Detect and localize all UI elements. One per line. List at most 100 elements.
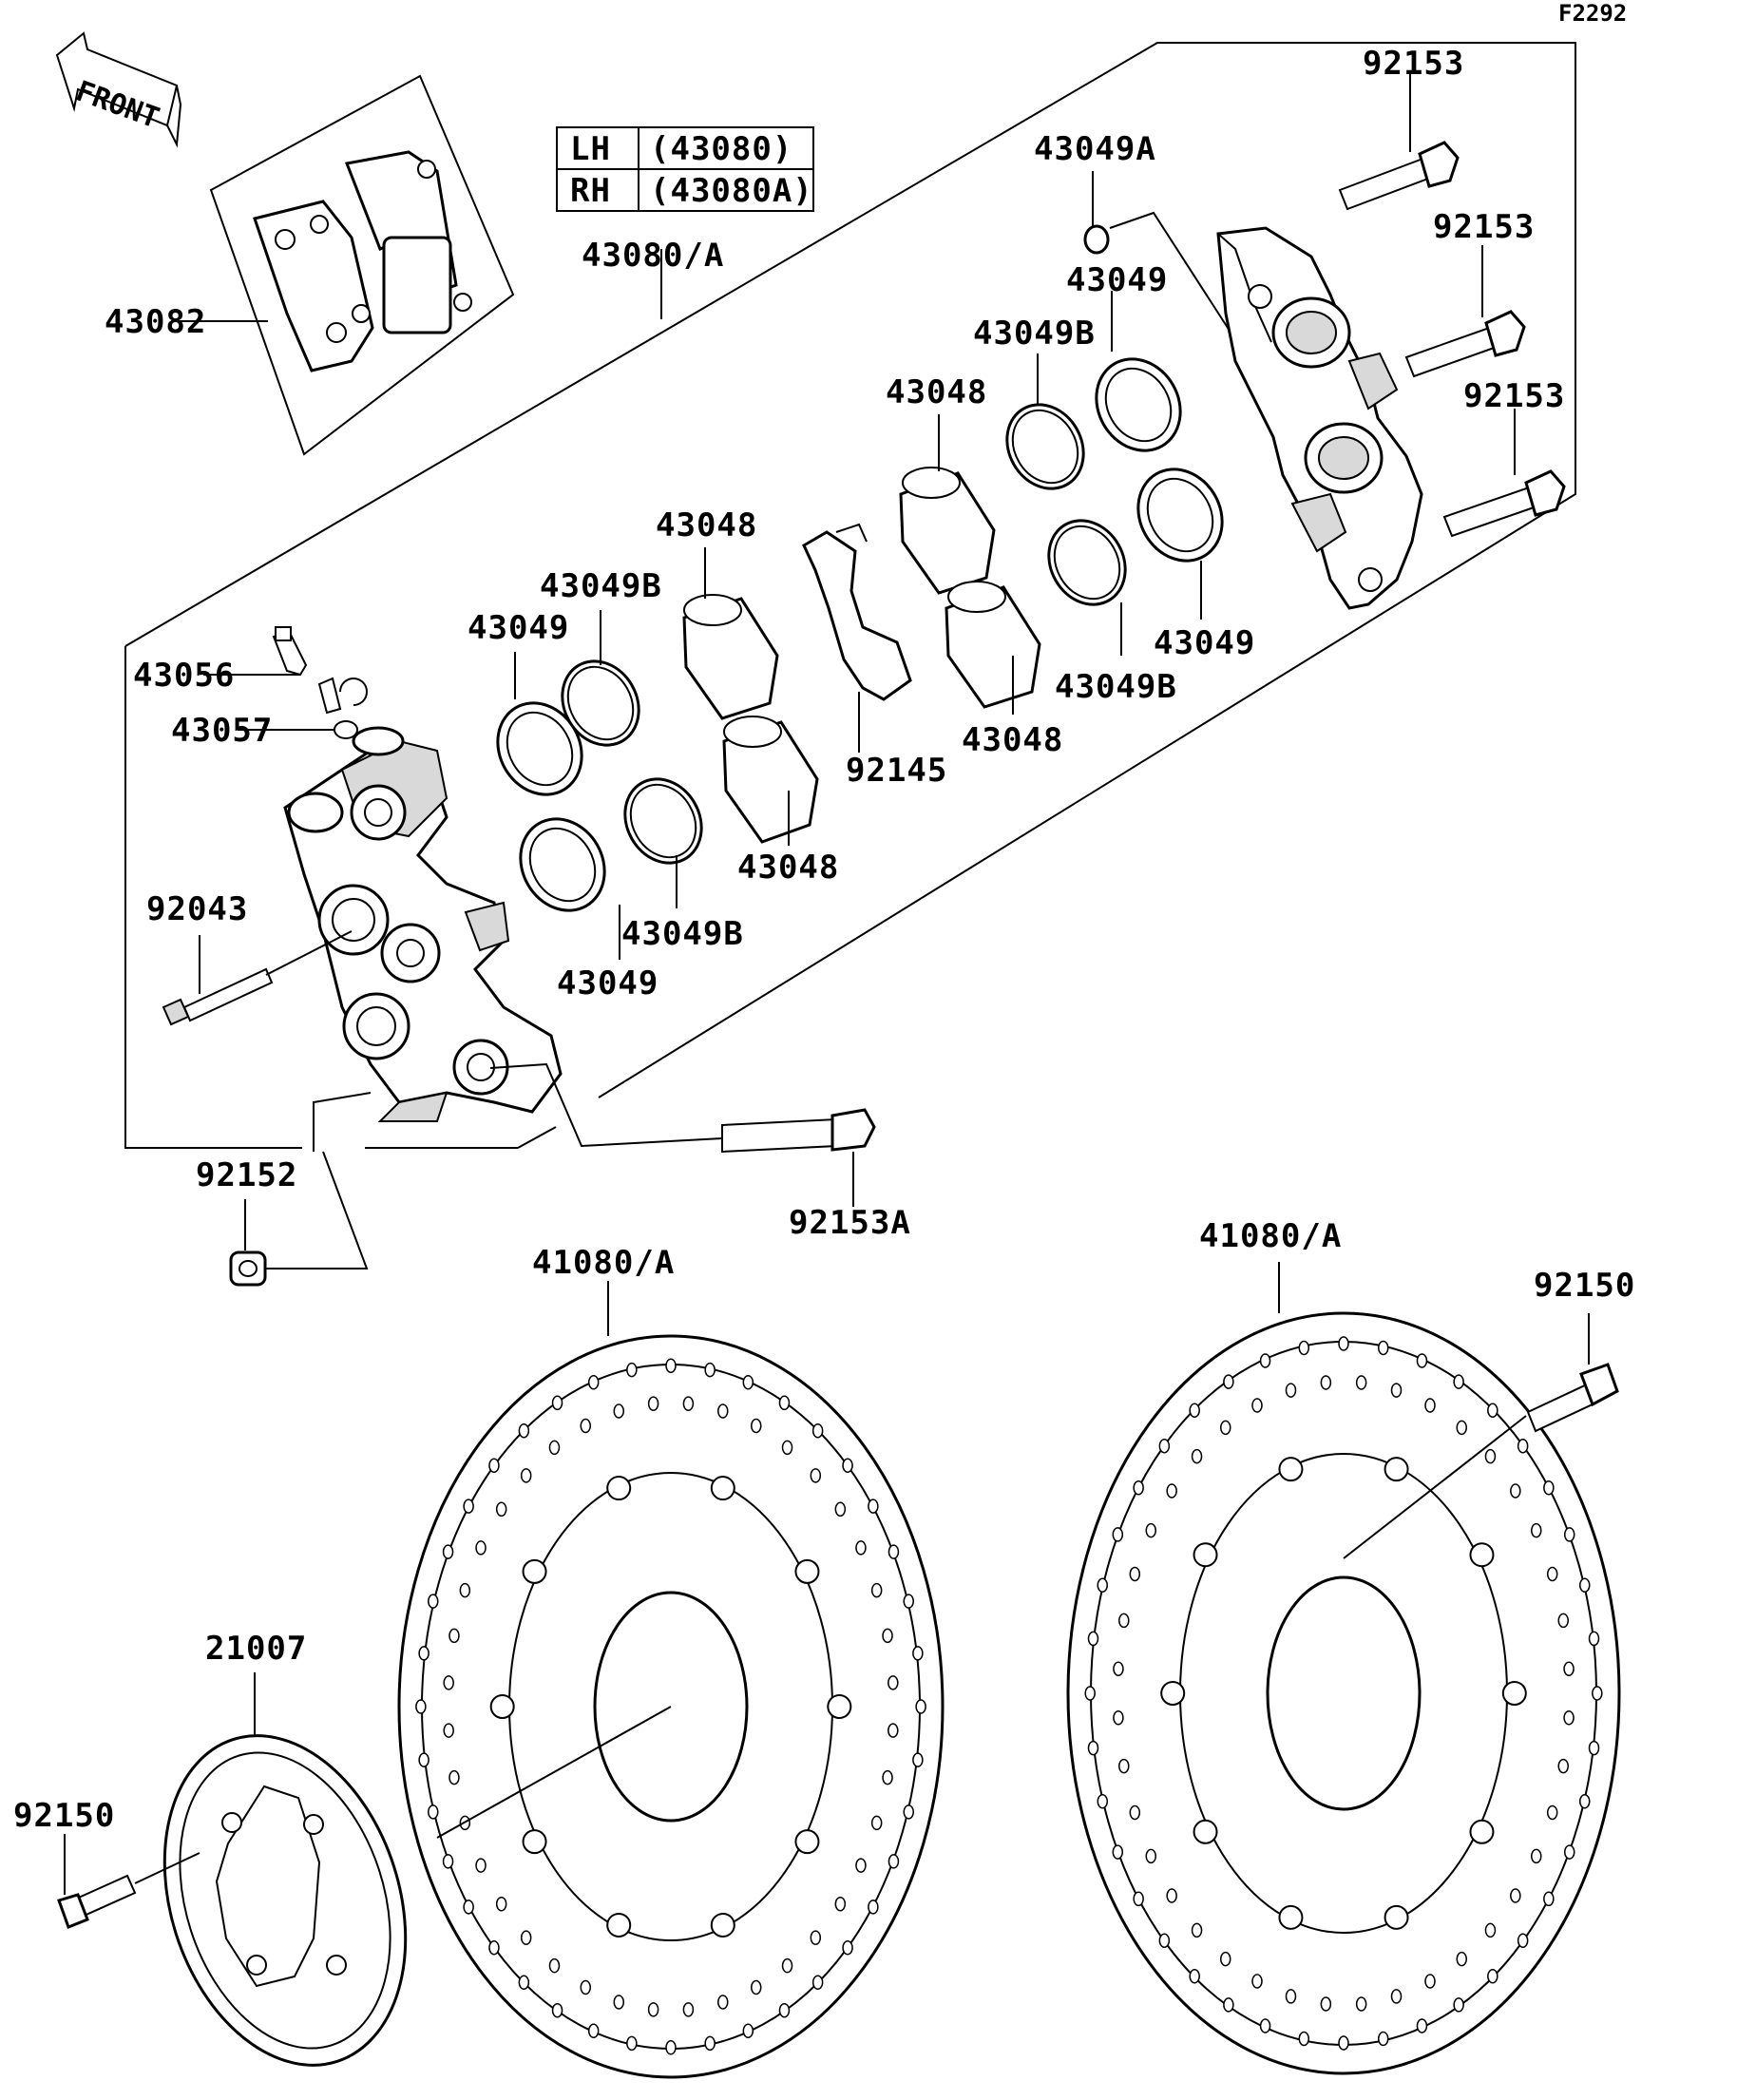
label-bolt-1: 92153 (1363, 45, 1464, 83)
disc-hole (1557, 1613, 1569, 1629)
pistons-left-group (682, 594, 819, 844)
nut-icon (229, 1250, 267, 1287)
disc-hole (1355, 1375, 1367, 1390)
disc-hole (1087, 1740, 1099, 1756)
disc-hole (1546, 1566, 1558, 1582)
disc-hole (475, 1858, 487, 1873)
disc-bobbin (1501, 1681, 1527, 1706)
disc-hole (1453, 1374, 1464, 1389)
disc-hole (1484, 1448, 1497, 1464)
disc-hole (518, 1422, 530, 1439)
disc-hole (1338, 2035, 1349, 2051)
disc-hole (1517, 1439, 1529, 1454)
disc-hole (551, 2002, 563, 2018)
disc-hole (1456, 1420, 1468, 1436)
disc-hole (810, 1468, 822, 1483)
disc-hole (1223, 1374, 1234, 1389)
disc-hole (1113, 1709, 1124, 1726)
disc-hole (665, 2040, 677, 2055)
disc-hole (1219, 1951, 1231, 1967)
disc-hole (855, 1540, 867, 1556)
legend-lh-part: (43080) (650, 130, 792, 168)
disc-hole (742, 1375, 754, 1390)
disc-hole (1456, 1951, 1468, 1967)
disc-hole (903, 1804, 914, 1820)
disc-bobbin (1469, 1819, 1495, 1844)
bleed-valve-icon (272, 626, 368, 715)
caliper-right (1216, 226, 1423, 610)
disc-hole (1338, 1336, 1349, 1351)
figure-code: F2292 (1558, 0, 1627, 27)
disc-hole (1298, 1340, 1310, 1356)
disc-hole (1424, 1398, 1436, 1413)
disc-hole (1097, 1577, 1109, 1594)
disc-hole (1166, 1483, 1177, 1499)
disc-bobbin (606, 1912, 632, 1938)
disc-hole (443, 1723, 454, 1738)
disc-hole (442, 1544, 454, 1559)
seal-a-icon (1083, 224, 1110, 255)
disc-hole (903, 1594, 914, 1609)
disc-hole (1543, 1891, 1555, 1907)
disc-hole (704, 1362, 716, 1378)
disc-hole (1390, 1989, 1403, 2004)
bolt-3-icon (1442, 469, 1566, 538)
disc-hole (518, 1975, 530, 1991)
disc-hole (1133, 1891, 1144, 1907)
disc-hole (1129, 1566, 1141, 1582)
disc-bolt-icon (1526, 1363, 1619, 1433)
disc-hole (665, 1358, 677, 1373)
disc-hole (1118, 1758, 1130, 1774)
disc-hole (1588, 1740, 1600, 1756)
disc-hole (613, 1995, 625, 2010)
disc-bobbin (606, 1476, 632, 1501)
disc-hole (449, 1769, 460, 1785)
disc-hole (716, 1995, 729, 2010)
label-sensor-rotor: 21007 (205, 1630, 307, 1668)
caliper-left (283, 726, 563, 1122)
caliper-bolt-icon (162, 930, 353, 1026)
disc-hole (682, 1396, 695, 1411)
disc-hole (834, 1501, 847, 1518)
disc-hole (842, 1458, 853, 1474)
disc-hole (742, 2023, 754, 2038)
disc-hole (1087, 1631, 1099, 1647)
label-seal-3: 43049 (1066, 261, 1168, 299)
disc-hole (1118, 1613, 1130, 1629)
disc-hole (1543, 1480, 1555, 1496)
disc-hole (781, 1440, 793, 1456)
disc-hole (1557, 1758, 1569, 1774)
disc-hole (1377, 2031, 1389, 2047)
disc-hole (1510, 1483, 1521, 1499)
label-piston-3: 43048 (886, 373, 987, 411)
disc-bobbin (1278, 1457, 1304, 1482)
disc-bobbin (710, 1476, 735, 1501)
label-seal-b2: 43049B (621, 915, 744, 953)
front-arrow-icon: FRONT (55, 31, 182, 148)
disc-hole (418, 1752, 429, 1767)
disc-hole (1416, 2018, 1428, 2033)
label-bleed-cap: 43057 (171, 712, 273, 750)
disc-hole (548, 1957, 561, 1974)
disc-hole (1424, 1974, 1436, 1989)
disc-hole (1487, 1968, 1498, 1984)
disc-hole (855, 1858, 867, 1873)
disc-hole (888, 1544, 900, 1559)
disc-hole (626, 2035, 638, 2052)
disc-hole (1223, 1997, 1234, 2013)
disc-hole (1219, 1420, 1231, 1436)
disc-hole (475, 1540, 487, 1556)
disc-hole (1416, 1353, 1428, 1368)
disc-bobbin (1384, 1457, 1409, 1482)
label-seal-2: 43049 (557, 964, 659, 1002)
disc-hole (888, 1675, 899, 1690)
disc-hole (834, 1896, 847, 1912)
disc-hole (1191, 1922, 1203, 1938)
pad-kit: 43082 (105, 74, 515, 456)
disc-bobbin (522, 1558, 547, 1584)
disc-hole (463, 1900, 474, 1915)
seals-right-group (1005, 357, 1224, 606)
disc-hole (811, 1422, 824, 1439)
disc-bobbin (489, 1694, 515, 1719)
disc-hole (682, 2002, 695, 2017)
